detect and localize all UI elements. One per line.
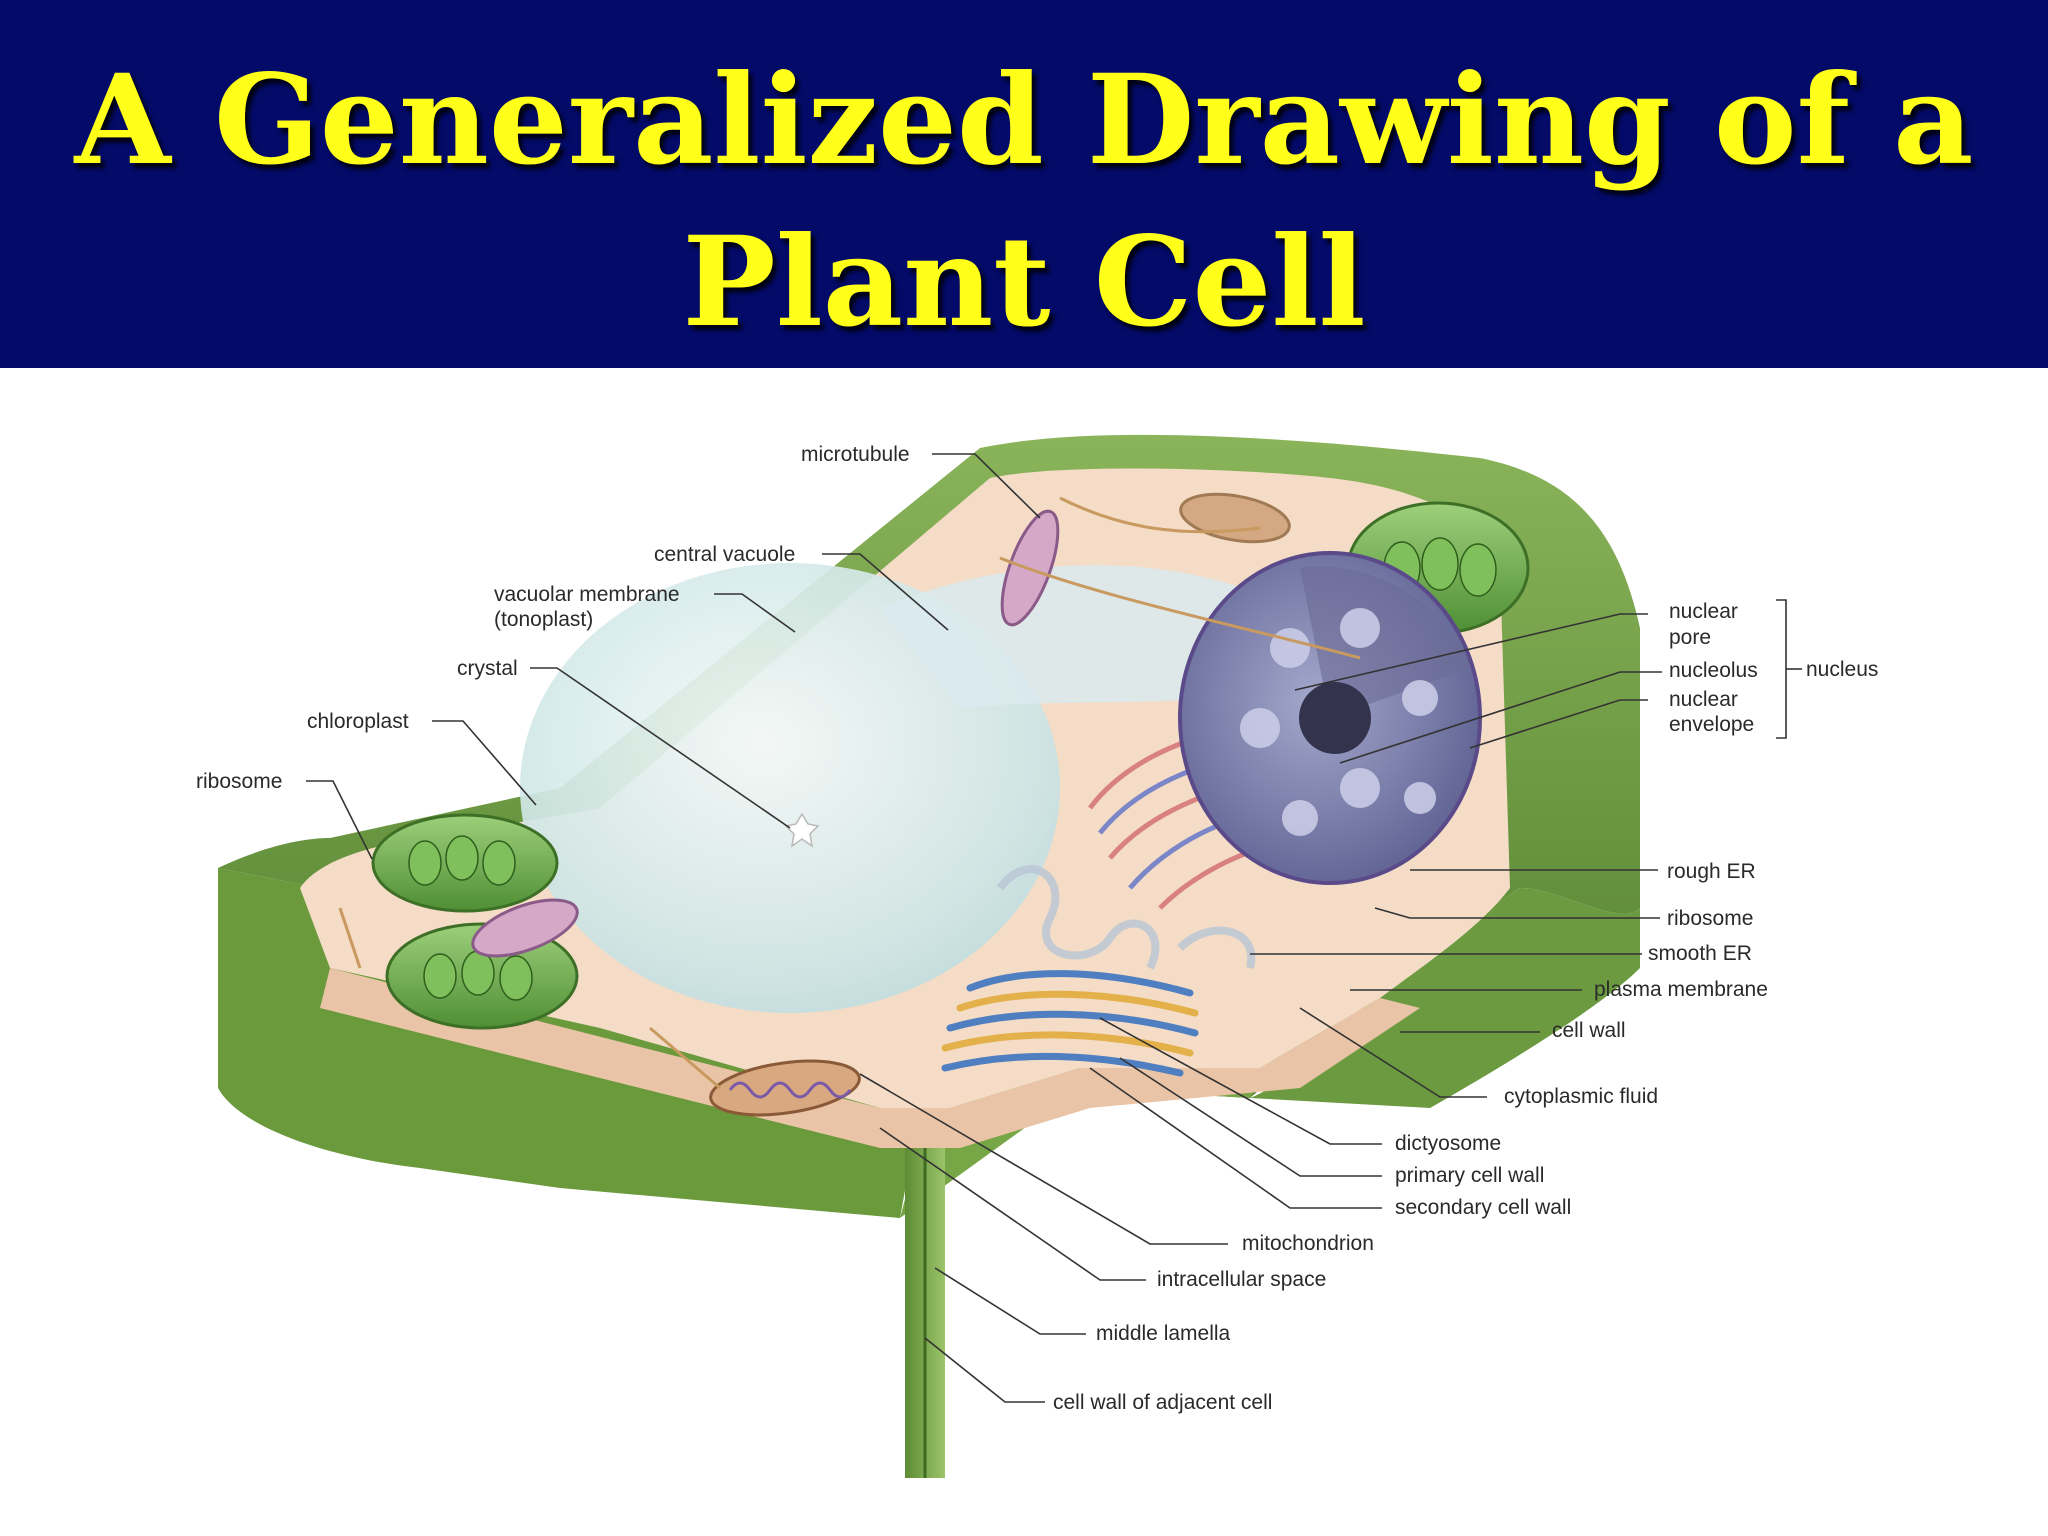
central-vacuole bbox=[520, 563, 1060, 1013]
label-central-vacuole: central vacuole bbox=[654, 543, 795, 566]
smooth-er bbox=[996, 865, 1256, 970]
label-rough-er: rough ER bbox=[1667, 860, 1756, 883]
adjacent-cell-wall bbox=[905, 1098, 945, 1478]
label-intracellular-space: intracellular space bbox=[1157, 1268, 1326, 1291]
label-dictyosome: dictyosome bbox=[1395, 1132, 1501, 1155]
label-nucleolus: nucleolus bbox=[1669, 659, 1758, 682]
page-title: A Generalized Drawing of a Plant Cell bbox=[0, 40, 2048, 364]
mitochondrion-1 bbox=[709, 1059, 861, 1117]
label-middle-lamella: middle lamella bbox=[1096, 1322, 1231, 1345]
label-nucleus: nucleus bbox=[1806, 658, 1878, 681]
label-nuclear-envelope-1: nuclear bbox=[1669, 688, 1738, 711]
label-secondary-cell-wall: secondary cell wall bbox=[1395, 1196, 1571, 1219]
label-cell-wall-adjacent: cell wall of adjacent cell bbox=[1053, 1391, 1272, 1414]
label-crystal: crystal bbox=[457, 657, 518, 680]
title-line-1: A Generalized Drawing of a bbox=[74, 48, 1974, 193]
plant-cell-diagram: microtubule central vacuole vacuolar mem… bbox=[196, 434, 1878, 1478]
nucleolus bbox=[1299, 682, 1371, 754]
label-chloroplast: chloroplast bbox=[307, 710, 409, 733]
label-microtubule: microtubule bbox=[801, 443, 910, 466]
label-smooth-er: smooth ER bbox=[1648, 942, 1752, 965]
label-vacuolar-membrane: vacuolar membrane bbox=[494, 583, 680, 606]
title-line-2: Plant Cell bbox=[682, 210, 1366, 355]
label-ribosome-right: ribosome bbox=[1667, 907, 1753, 930]
label-cytoplasmic-fluid: cytoplasmic fluid bbox=[1504, 1085, 1658, 1108]
label-mitochondrion: mitochondrion bbox=[1242, 1232, 1374, 1255]
dictyosome bbox=[941, 970, 1199, 1077]
diagram-labels: microtubule central vacuole vacuolar mem… bbox=[196, 443, 1878, 1414]
leader-lines bbox=[306, 453, 1802, 1403]
title-banner: A Generalized Drawing of a Plant Cell bbox=[0, 0, 2048, 368]
microtubules bbox=[338, 496, 1361, 1090]
label-ribosome-left: ribosome bbox=[196, 770, 282, 793]
crystal bbox=[784, 812, 820, 848]
label-nuclear-pore-1: nuclear bbox=[1669, 600, 1738, 623]
mitochondrion-2 bbox=[471, 898, 579, 958]
label-cell-wall: cell wall bbox=[1552, 1019, 1626, 1042]
label-tonoplast: (tonoplast) bbox=[494, 608, 593, 631]
label-nuclear-envelope-2: envelope bbox=[1669, 713, 1754, 736]
label-primary-cell-wall: primary cell wall bbox=[1395, 1164, 1544, 1187]
label-plasma-membrane: plasma membrane bbox=[1594, 978, 1768, 1001]
nucleus bbox=[1178, 551, 1482, 885]
label-nuclear-pore-2: pore bbox=[1669, 626, 1711, 649]
mitochondrion-4 bbox=[1179, 492, 1291, 544]
